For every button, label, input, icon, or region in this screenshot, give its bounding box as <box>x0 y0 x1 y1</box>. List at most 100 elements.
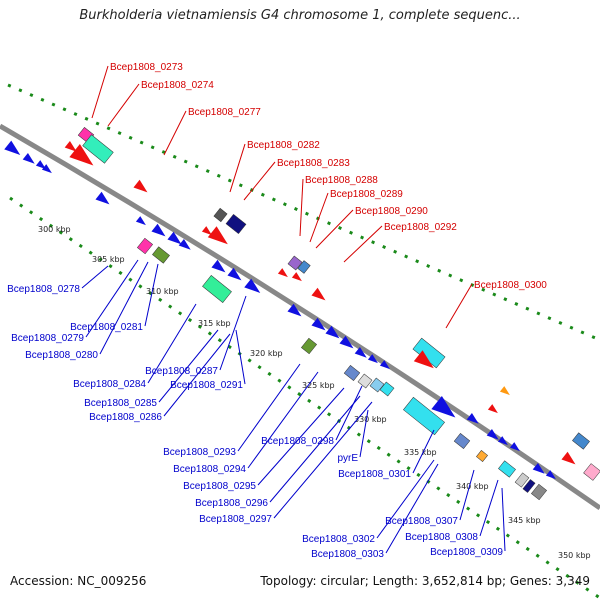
tick-label-2: 310 kbp <box>146 287 179 296</box>
top-leader-0 <box>91 65 109 119</box>
gene-block-21 <box>297 260 311 274</box>
bottom-gene-label-11: Bcep1808_0294 <box>173 464 246 475</box>
bottom-leader-5 <box>147 303 197 384</box>
gene-arrow-14 <box>135 216 146 226</box>
bottom-gene-label-2: Bcep1808_0279 <box>11 333 84 344</box>
gene-arrow-23 <box>291 272 302 282</box>
gene-arrow-6 <box>35 160 46 170</box>
bottom-gene-label-18: Bcep1808_0302 <box>302 534 375 545</box>
bottom-gene-label-13: Bcep1808_0301 <box>338 469 411 480</box>
gene-arrow-4 <box>4 140 21 155</box>
bottom-gene-label-9: Bcep1808_0293 <box>163 447 236 458</box>
gene-arrow-42 <box>413 350 434 369</box>
map-title: Burkholderia vietnamiensis G4 chromosome… <box>79 8 521 23</box>
gene-arrow-2 <box>69 143 94 166</box>
top-gene-label-0: Bcep1808_0273 <box>110 62 183 73</box>
bottom-gene-label-14: Bcep1808_0295 <box>183 481 256 492</box>
upper-strand-guide <box>7 83 600 342</box>
bottom-leader-20 <box>385 463 439 554</box>
tick-label-4: 320 kbp <box>250 349 283 358</box>
bottom-gene-label-4: Bcep1808_0287 <box>145 366 218 377</box>
top-leader-5 <box>299 178 304 237</box>
tick-label-7: 335 kbp <box>404 448 437 457</box>
bottom-leader-19 <box>479 479 499 537</box>
top-gene-label-1: Bcep1808_0274 <box>141 80 214 91</box>
gene-block-10 <box>213 207 228 223</box>
bottom-leader-0 <box>81 265 109 289</box>
bottom-gene-label-10: Bcep1808_0298 <box>261 436 334 447</box>
bottom-leader-7 <box>158 329 219 403</box>
gene-block-40 <box>379 381 395 397</box>
bottom-gene-label-20: Bcep1808_0303 <box>311 549 384 560</box>
tick-label-3: 315 kbp <box>198 319 231 328</box>
top-gene-label-9: Bcep1808_0300 <box>474 280 547 291</box>
bottom-leader-15 <box>269 395 361 503</box>
gene-arrow-22 <box>277 268 288 278</box>
bottom-leader-18 <box>376 459 435 539</box>
gene-arrow-30 <box>311 317 326 331</box>
gene-arrow-8 <box>95 191 110 205</box>
gene-arrow-33 <box>354 346 367 358</box>
gene-arrow-55 <box>532 462 545 474</box>
chromosome-backbone <box>0 123 600 511</box>
gene-arrow-28 <box>311 287 326 301</box>
tick-label-0: 300 kbp <box>38 225 71 234</box>
gene-arrow-32 <box>339 335 354 349</box>
bottom-gene-label-21: Bcep1808_0309 <box>430 547 503 558</box>
bottom-gene-label-19: Bcep1808_0308 <box>405 532 478 543</box>
top-gene-label-4: Bcep1808_0283 <box>277 158 350 169</box>
bottom-leader-16 <box>273 401 373 519</box>
gene-block-39 <box>369 377 385 393</box>
gene-arrow-31 <box>325 325 340 339</box>
gene-block-20 <box>287 255 303 271</box>
top-leader-1 <box>107 83 140 127</box>
gene-block-46 <box>476 450 488 462</box>
gene-arrow-12 <box>207 226 228 245</box>
bottom-gene-label-3: Bcep1808_0280 <box>25 350 98 361</box>
gene-arrow-47 <box>466 412 479 424</box>
bottom-leader-17 <box>459 469 475 521</box>
gene-arrow-50 <box>509 442 520 452</box>
gene-arrow-25 <box>227 267 242 281</box>
gene-block-38 <box>357 373 373 389</box>
top-leader-7 <box>315 209 354 249</box>
top-gene-label-3: Bcep1808_0282 <box>247 140 320 151</box>
top-leader-8 <box>343 225 383 263</box>
tick-label-8: 340 kbp <box>456 482 489 491</box>
top-gene-label-5: Bcep1808_0288 <box>305 175 378 186</box>
top-leader-9 <box>445 283 473 329</box>
gene-arrow-7 <box>41 164 52 174</box>
gene-block-27 <box>202 275 232 303</box>
gene-arrow-35 <box>379 360 390 370</box>
tick-label-1: 305 kbp <box>92 255 125 264</box>
bottom-gene-label-17: Bcep1808_0307 <box>385 516 458 527</box>
gene-arrow-13 <box>201 226 212 236</box>
gene-block-43 <box>403 396 445 436</box>
gene-arrow-49 <box>497 436 508 446</box>
bottom-leader-21 <box>501 487 506 552</box>
top-gene-label-6: Bcep1808_0289 <box>330 189 403 200</box>
bottom-leader-10 <box>335 385 363 441</box>
bottom-gene-label-5: Bcep1808_0284 <box>73 379 146 390</box>
tick-label-5: 325 kbp <box>302 381 335 390</box>
gene-arrow-44 <box>431 395 456 418</box>
top-leader-3 <box>229 143 246 193</box>
bottom-gene-label-6: Bcep1808_0291 <box>170 380 243 391</box>
gene-arrow-58 <box>487 404 498 414</box>
gene-arrow-9 <box>133 179 148 193</box>
bottom-leader-6 <box>235 329 246 385</box>
bottom-gene-label-16: Bcep1808_0297 <box>199 514 272 525</box>
gene-arrow-16 <box>167 231 182 245</box>
gene-arrow-3 <box>64 140 77 152</box>
top-leader-6 <box>309 192 329 243</box>
gene-block-1 <box>82 134 114 164</box>
bottom-leader-1 <box>144 263 159 327</box>
accession-text: Accession: NC_009256 <box>10 574 147 588</box>
gene-arrow-29 <box>287 303 302 317</box>
bottom-leader-2 <box>85 259 139 338</box>
gene-arrow-34 <box>367 354 378 364</box>
gene-arrow-15 <box>151 223 166 237</box>
gene-block-37 <box>343 364 361 382</box>
bottom-leader-12 <box>359 409 369 458</box>
